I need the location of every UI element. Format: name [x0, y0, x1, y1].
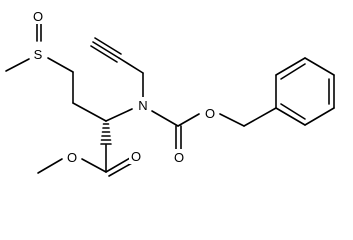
bond-methyl-sulfur [5, 58, 30, 72]
sulfoxide-oxygen-atom-label: O [33, 9, 43, 24]
bond-benzyl-ch2-phenyl [243, 107, 277, 127]
bond-nitrogen-carbamate-carbon [151, 110, 179, 127]
stereo-hash-wedge [100, 120, 112, 145]
phenyl-ring [275, 57, 335, 126]
sulfur-atom-label: S [34, 47, 43, 62]
bond-alpha-carbon-nitrogen [105, 108, 133, 122]
molecule-svg: S O N O O O O [5, 8, 335, 177]
bond-alkyne-triple-1 [92, 41, 120, 59]
bond-carbamate-carbon-ether-oxygen [177, 113, 200, 127]
ester-carbonyl-oxygen-atom-label: O [131, 149, 141, 164]
carbamate-ether-oxygen-atom-label: O [205, 106, 215, 121]
bond-ester-carbon-carbonyl-2 [108, 162, 133, 177]
bond-ester-carbon-ether-oxygen [81, 158, 107, 173]
nitrogen-atom-label: N [138, 98, 147, 113]
bond-alkyne-triple-2 [94, 37, 122, 55]
bond-ester-carbon-carbonyl-1 [105, 157, 131, 173]
ester-ether-oxygen-atom-label: O [67, 150, 77, 165]
bond-alkyne-triple-3 [90, 45, 118, 63]
bond-ch2-alpha-carbon [72, 102, 107, 122]
chemical-structure-drawing: S O N O O O O [5, 8, 335, 177]
carbamate-carbonyl-oxygen-atom-label: O [174, 150, 184, 165]
bond-ether-oxygen-methyl [37, 158, 63, 174]
bond-sulfur-ch2 [47, 57, 74, 73]
bond-ether-oxygen-benzyl-ch2 [219, 113, 245, 127]
bond-ch2-alkyne [118, 57, 144, 74]
